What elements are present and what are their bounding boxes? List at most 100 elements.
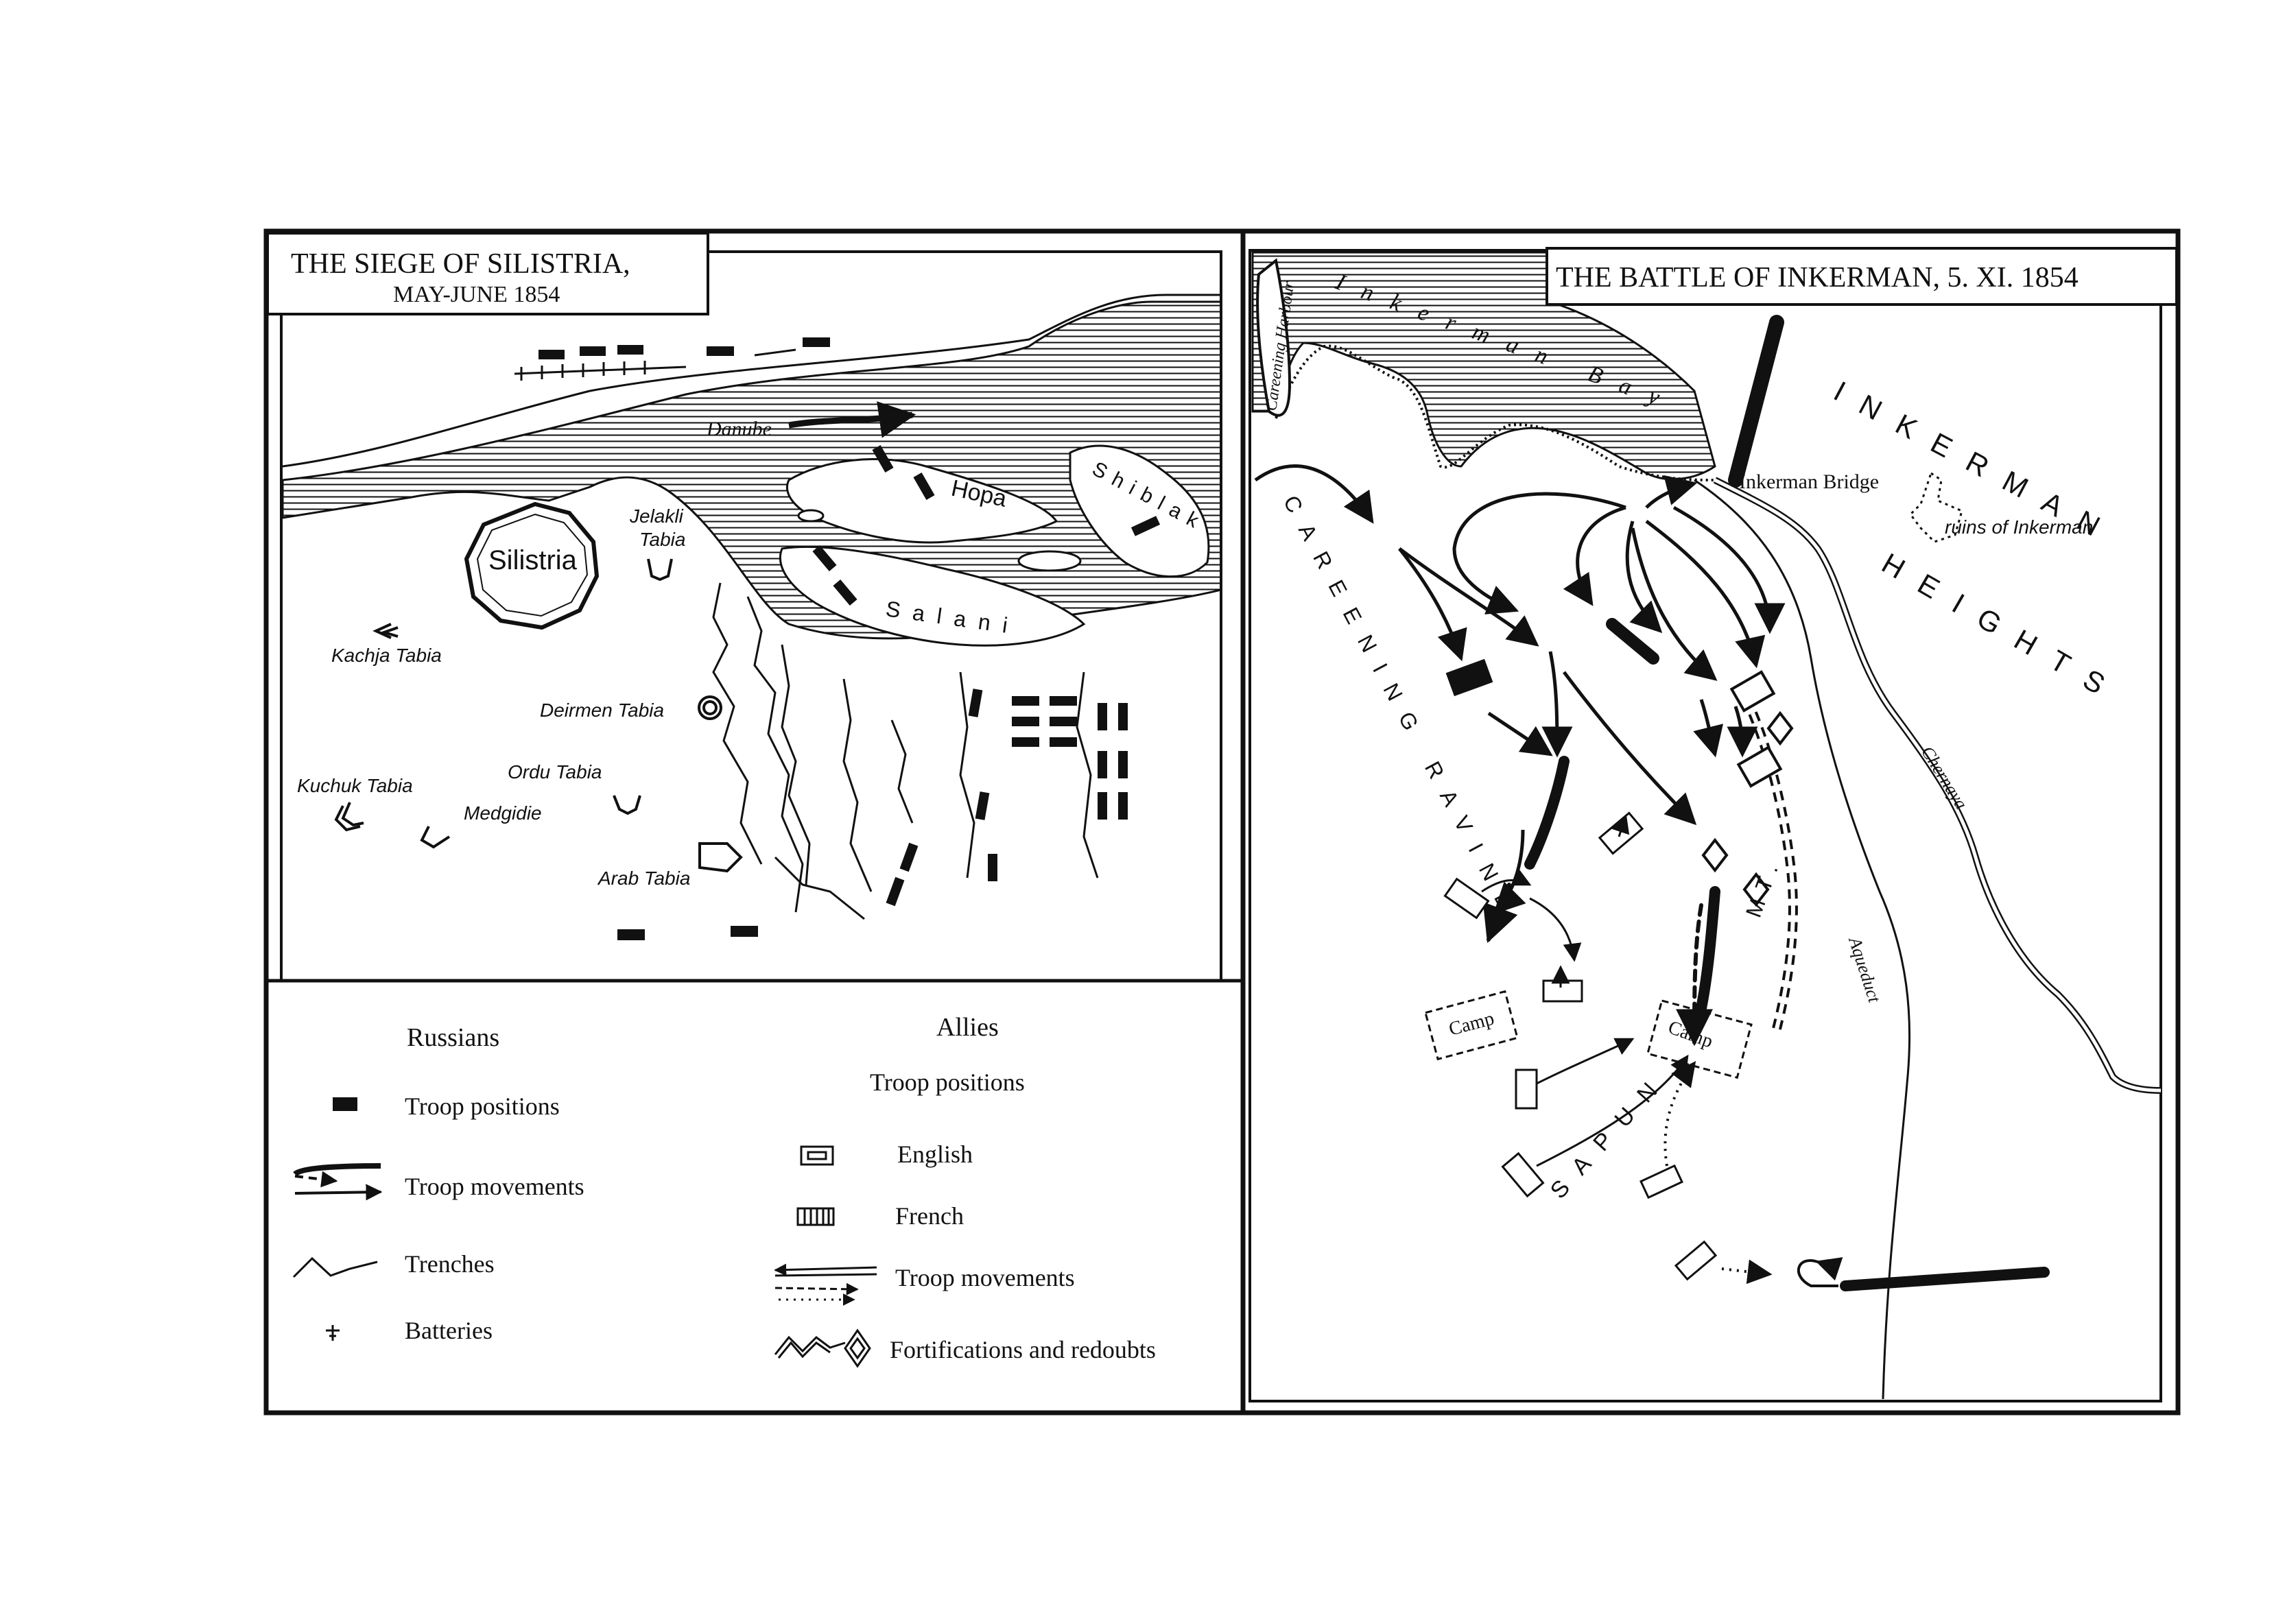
russian-troop-block-icon xyxy=(913,473,935,500)
legend-russians-header: Russians xyxy=(407,1023,499,1052)
arrow-icon xyxy=(1645,520,1766,669)
label-jelakli: Jelakli xyxy=(629,505,684,527)
russian-movement-icon xyxy=(293,1163,383,1201)
arrow-icon xyxy=(1672,505,1786,634)
tabia-forts xyxy=(334,558,743,873)
silistria-fortress-icon xyxy=(464,501,600,630)
small-island xyxy=(1017,550,1082,572)
legend-allies-troop-positions: Troop positions xyxy=(870,1068,1025,1096)
redoubt-icon xyxy=(698,842,743,873)
russian-column-north xyxy=(1728,315,1784,488)
trench-line xyxy=(890,719,914,824)
redoubt-icon xyxy=(334,805,361,832)
russian-troop-block-icon xyxy=(1098,751,1107,778)
redoubt-icon xyxy=(1736,745,1783,788)
trench-line xyxy=(959,671,975,879)
legend-batteries: Batteries xyxy=(405,1317,493,1344)
allied-movement-icon xyxy=(774,1263,877,1306)
english-troop-icon xyxy=(1443,877,1490,920)
shiblak-island xyxy=(1069,444,1210,578)
bay-shoreline xyxy=(1275,344,1716,481)
russian-column-strokes xyxy=(1482,618,1720,1047)
danube-river xyxy=(281,300,1222,640)
french-troop-icon xyxy=(1674,1240,1718,1281)
english-troop-icon xyxy=(1501,1151,1545,1198)
russian-troop-block-icon xyxy=(617,929,645,940)
russian-movements xyxy=(1254,464,1786,915)
legend-allied-troop-movements: Troop movements xyxy=(895,1264,1075,1291)
russian-troop-block-icon xyxy=(988,854,997,881)
arrow-icon xyxy=(1487,711,1553,756)
legend-french: French xyxy=(895,1202,964,1230)
russian-troop-block-icon xyxy=(617,345,643,355)
danube-north-bank xyxy=(282,294,1221,468)
russian-troop-block-icon xyxy=(1098,703,1107,730)
russian-troop-block-icon xyxy=(1445,658,1493,697)
arrow-icon xyxy=(1254,464,1374,524)
english-troop-icon xyxy=(1515,1068,1538,1110)
silistria-title: THE SIEGE OF SILISTRIA, xyxy=(291,248,630,280)
label-silistria: Silistria xyxy=(488,545,578,575)
french-troop-icon xyxy=(1639,1164,1683,1199)
russian-troop-block-icon xyxy=(899,842,919,872)
label-ordu: Ordu Tabia xyxy=(508,761,602,783)
redoubt-icon xyxy=(647,558,673,582)
outer-frame xyxy=(263,228,2181,1416)
french-troops xyxy=(1639,1164,1718,1281)
russian-troop-block-icon xyxy=(538,350,565,359)
battery-icon xyxy=(326,1325,340,1341)
redoubt-icon xyxy=(698,695,722,720)
small-island xyxy=(797,509,825,523)
russian-troop-block-icon xyxy=(1050,717,1077,726)
redoubt-icon xyxy=(420,826,451,849)
russian-batteries-north xyxy=(514,348,796,381)
redoubt-icon xyxy=(341,802,364,827)
arrow-icon xyxy=(1398,547,1539,647)
label-medgidie: Medgidie xyxy=(464,802,542,824)
russian-troop-block-icon xyxy=(1130,516,1161,536)
allied-dashed-column-inner xyxy=(1751,712,1795,1029)
label-inkerman-bridge: Inkerman Bridge xyxy=(1739,470,1879,493)
legend-allies-header: Allies xyxy=(936,1013,999,1042)
russian-troop-block-icon xyxy=(803,337,830,347)
label-camp-right: Camp xyxy=(1666,1016,1716,1052)
label-aqueduct: Aqueduct xyxy=(1845,933,1885,1005)
danube-current-arrow xyxy=(788,401,916,438)
arrow-icon xyxy=(1563,505,1626,606)
silistria-subtitle: MAY-JUNE 1854 xyxy=(393,282,560,307)
russian-troop-block-icon xyxy=(1098,792,1107,820)
label-careening-ravine: CAREENING RAVINE xyxy=(1279,491,1526,927)
english-troop-icon xyxy=(800,1145,834,1166)
inkerman-map-frame xyxy=(1248,249,2162,1402)
legend-russian-troop-positions: Troop positions xyxy=(405,1092,560,1120)
battery-icon xyxy=(514,366,687,375)
inkerman-title-box xyxy=(1546,247,2178,306)
french-dotted-movement xyxy=(1721,1259,1773,1285)
label-danube: Danube xyxy=(706,418,772,440)
label-deirmen: Deirmen Tabia xyxy=(540,700,664,721)
russian-troop-block-icon xyxy=(1118,703,1128,730)
camp-right xyxy=(1646,999,1753,1079)
label-ruins: ruins of Inkerman xyxy=(1945,516,2093,538)
trench-line xyxy=(712,582,763,865)
russian-troop-block-icon xyxy=(872,445,894,473)
trench-icon xyxy=(292,1256,378,1278)
arrow-icon xyxy=(1727,706,1758,758)
russian-troop-block-icon xyxy=(1012,696,1039,706)
inkerman-title: THE BATTLE OF INKERMAN, 5. XI. 1854 xyxy=(1556,262,2079,294)
arrow-icon xyxy=(1693,699,1724,758)
russian-troop-block-icon xyxy=(1050,696,1077,706)
redoubt-icon xyxy=(613,795,641,815)
russian-troop-block-icon xyxy=(968,689,983,717)
label-jelakli-tabia: Tabia xyxy=(639,529,685,550)
english-movements xyxy=(1481,814,1689,1167)
fortification-icon xyxy=(774,1328,871,1368)
russian-troop-block-icon xyxy=(1118,792,1128,820)
silistria-title-box xyxy=(266,232,709,315)
legend-english: English xyxy=(897,1141,973,1168)
chernaya-river-inner xyxy=(1714,478,2162,1092)
russian-troop-block-icon xyxy=(731,926,758,937)
russian-hook-arrow xyxy=(1797,1257,1843,1287)
arrow-icon xyxy=(1529,897,1582,962)
